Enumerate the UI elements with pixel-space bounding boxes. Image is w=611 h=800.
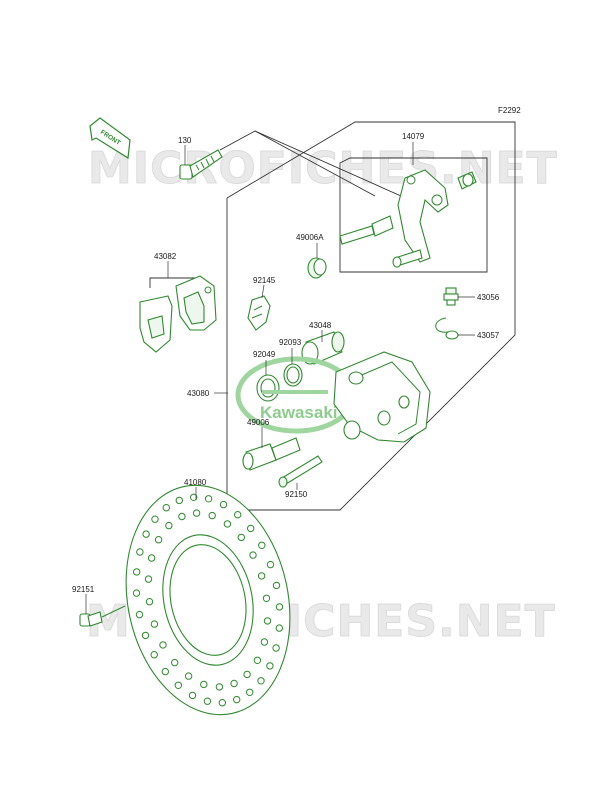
disc-hole — [243, 670, 251, 679]
disc-hole — [215, 683, 224, 691]
disc-hole — [266, 662, 274, 670]
disc-hole — [272, 581, 281, 590]
disc-hole — [258, 541, 266, 549]
caliper-body-43080 — [333, 351, 431, 443]
disc-hole — [203, 697, 212, 705]
disc-hole — [204, 495, 213, 503]
label-43056: 43056 — [477, 293, 500, 302]
disc-hole — [144, 575, 153, 583]
disc-hole — [147, 554, 156, 562]
brake-disc-41080 — [125, 484, 291, 716]
disc-hole — [218, 699, 227, 707]
disc-hole — [165, 521, 173, 530]
disc-hole — [188, 691, 197, 700]
disc-hole — [171, 658, 179, 667]
disc-hole — [133, 568, 141, 576]
disc-hole — [178, 512, 186, 521]
disc-hole — [135, 610, 144, 619]
label-130: 130 — [178, 136, 192, 145]
front-arrow-icon: FRONT — [89, 117, 131, 160]
logo-text: Kawasaki — [260, 403, 338, 422]
dust-seal-92093 — [283, 363, 303, 387]
caliper-bracket-14079 — [339, 169, 477, 268]
disc-hole — [150, 651, 158, 659]
label-92151: 92151 — [72, 585, 95, 594]
disc-hole — [237, 533, 246, 542]
disc-hole — [219, 500, 228, 509]
figure-code: F2292 — [498, 106, 521, 115]
label-49006: 49006 — [247, 418, 270, 427]
disc-hole — [246, 688, 254, 696]
brake-pads-43082 — [139, 275, 217, 353]
disc-hole — [161, 667, 170, 676]
label-43080: 43080 — [187, 389, 210, 398]
label-92150: 92150 — [285, 490, 308, 499]
pad-spring-92145 — [247, 295, 271, 331]
label-43082: 43082 — [154, 252, 177, 261]
disc-hole — [136, 548, 144, 556]
disc-hole — [234, 511, 242, 519]
disc-hole — [230, 679, 238, 688]
disc-hole — [141, 631, 150, 640]
disc-hole — [257, 677, 265, 685]
disc-hole — [150, 620, 159, 628]
boot-49006A — [307, 257, 327, 279]
disc-hole — [154, 536, 163, 544]
disc-hole — [145, 598, 154, 606]
piston-43048 — [301, 331, 345, 365]
bleed-cap-43057 — [435, 317, 459, 340]
disc-hole — [233, 695, 241, 704]
part-labels: 130 14079 49006A 43082 92145 43048 92093… — [72, 132, 500, 594]
disc-vent-holes — [132, 493, 284, 707]
disc-hole — [223, 520, 232, 528]
disc-hole — [260, 638, 269, 646]
disc-hole — [249, 551, 257, 559]
boot-49006 — [242, 437, 301, 471]
label-41080: 41080 — [184, 478, 207, 487]
disc-hole — [272, 644, 280, 652]
disc-hole — [253, 656, 262, 664]
disc-bolt-92151 — [79, 605, 126, 627]
label-43057: 43057 — [477, 331, 500, 340]
disc-hole — [192, 509, 201, 517]
watermark-top: MICROFICHES.NET — [88, 143, 558, 194]
piston-seal-92049 — [256, 374, 280, 402]
disc-hole — [184, 672, 193, 680]
disc-hole — [247, 524, 255, 533]
disc-hole — [162, 504, 171, 512]
disc-hole — [159, 641, 167, 649]
label-49006A: 49006A — [296, 233, 324, 242]
disc-hole — [174, 681, 183, 689]
bleed-valve-43056 — [443, 287, 459, 306]
leader-lines — [85, 142, 475, 614]
disc-hole — [200, 680, 208, 689]
label-92093: 92093 — [279, 338, 302, 347]
disc-hole — [151, 515, 159, 523]
disc-hole — [266, 560, 275, 569]
bolt-130 — [179, 149, 223, 180]
disc-hole — [190, 493, 198, 501]
label-43048: 43048 — [309, 321, 332, 330]
label-92145: 92145 — [253, 276, 276, 285]
disc-hole — [275, 603, 284, 611]
disc-hole — [132, 589, 141, 597]
disc-hole — [257, 572, 266, 580]
label-92049: 92049 — [253, 350, 276, 359]
disc-hole — [275, 624, 283, 632]
disc-hole — [262, 594, 271, 602]
disc-hole — [175, 496, 184, 505]
disc-hole — [263, 617, 272, 625]
pad-pin-92150 — [278, 455, 323, 488]
disc-hole — [142, 530, 150, 538]
disc-hole — [208, 511, 216, 520]
label-14079: 14079 — [402, 132, 425, 141]
